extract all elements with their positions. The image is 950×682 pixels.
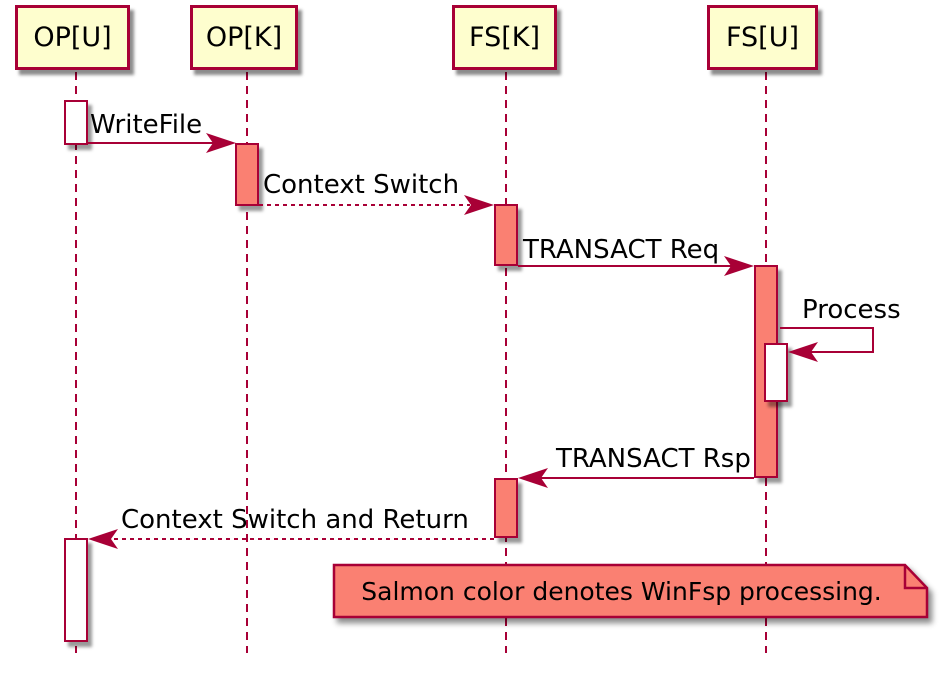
participant-box-op-u: OP[U]: [15, 5, 130, 70]
arrowhead-context-switch: [464, 195, 494, 215]
participant-label-fs-u: FS[U]: [725, 22, 800, 53]
arrowhead-context-switch-return: [88, 529, 118, 549]
activation-fs-u-nested: [764, 343, 788, 402]
participant-label-op-u: OP[U]: [33, 22, 112, 53]
arrowhead-transact-req: [724, 256, 754, 276]
activation-op-u-2: [64, 538, 88, 642]
message-label-transact-rsp: TRANSACT Rsp: [556, 444, 751, 474]
activation-fs-k-2: [494, 478, 518, 538]
message-label-context-switch: Context Switch: [263, 170, 460, 200]
activation-fs-k-1: [494, 204, 518, 266]
participant-box-fs-u: FS[U]: [707, 5, 818, 70]
activation-op-u-1: [64, 100, 88, 145]
note-fold-corner: [903, 565, 927, 590]
message-label-context-switch-return: Context Switch and Return: [121, 505, 469, 535]
message-line-process-self: [780, 327, 874, 353]
participant-label-op-k: OP[K]: [205, 22, 283, 53]
message-label-process: Process: [802, 295, 901, 325]
arrowhead-writefile: [206, 133, 236, 153]
note-body: [332, 563, 929, 619]
participant-label-fs-k: FS[K]: [469, 22, 540, 53]
activation-op-k: [235, 143, 259, 206]
arrowhead-transact-rsp: [518, 468, 548, 488]
message-label-transact-req: TRANSACT Req: [523, 235, 720, 265]
participant-box-op-k: OP[K]: [190, 5, 298, 70]
arrowhead-process: [788, 342, 818, 362]
note-text: Salmon color denotes WinFsp processing.: [361, 576, 882, 606]
message-label-writefile: WriteFile: [90, 110, 203, 140]
note-shape: [332, 563, 929, 619]
participant-box-fs-k: FS[K]: [452, 5, 557, 70]
